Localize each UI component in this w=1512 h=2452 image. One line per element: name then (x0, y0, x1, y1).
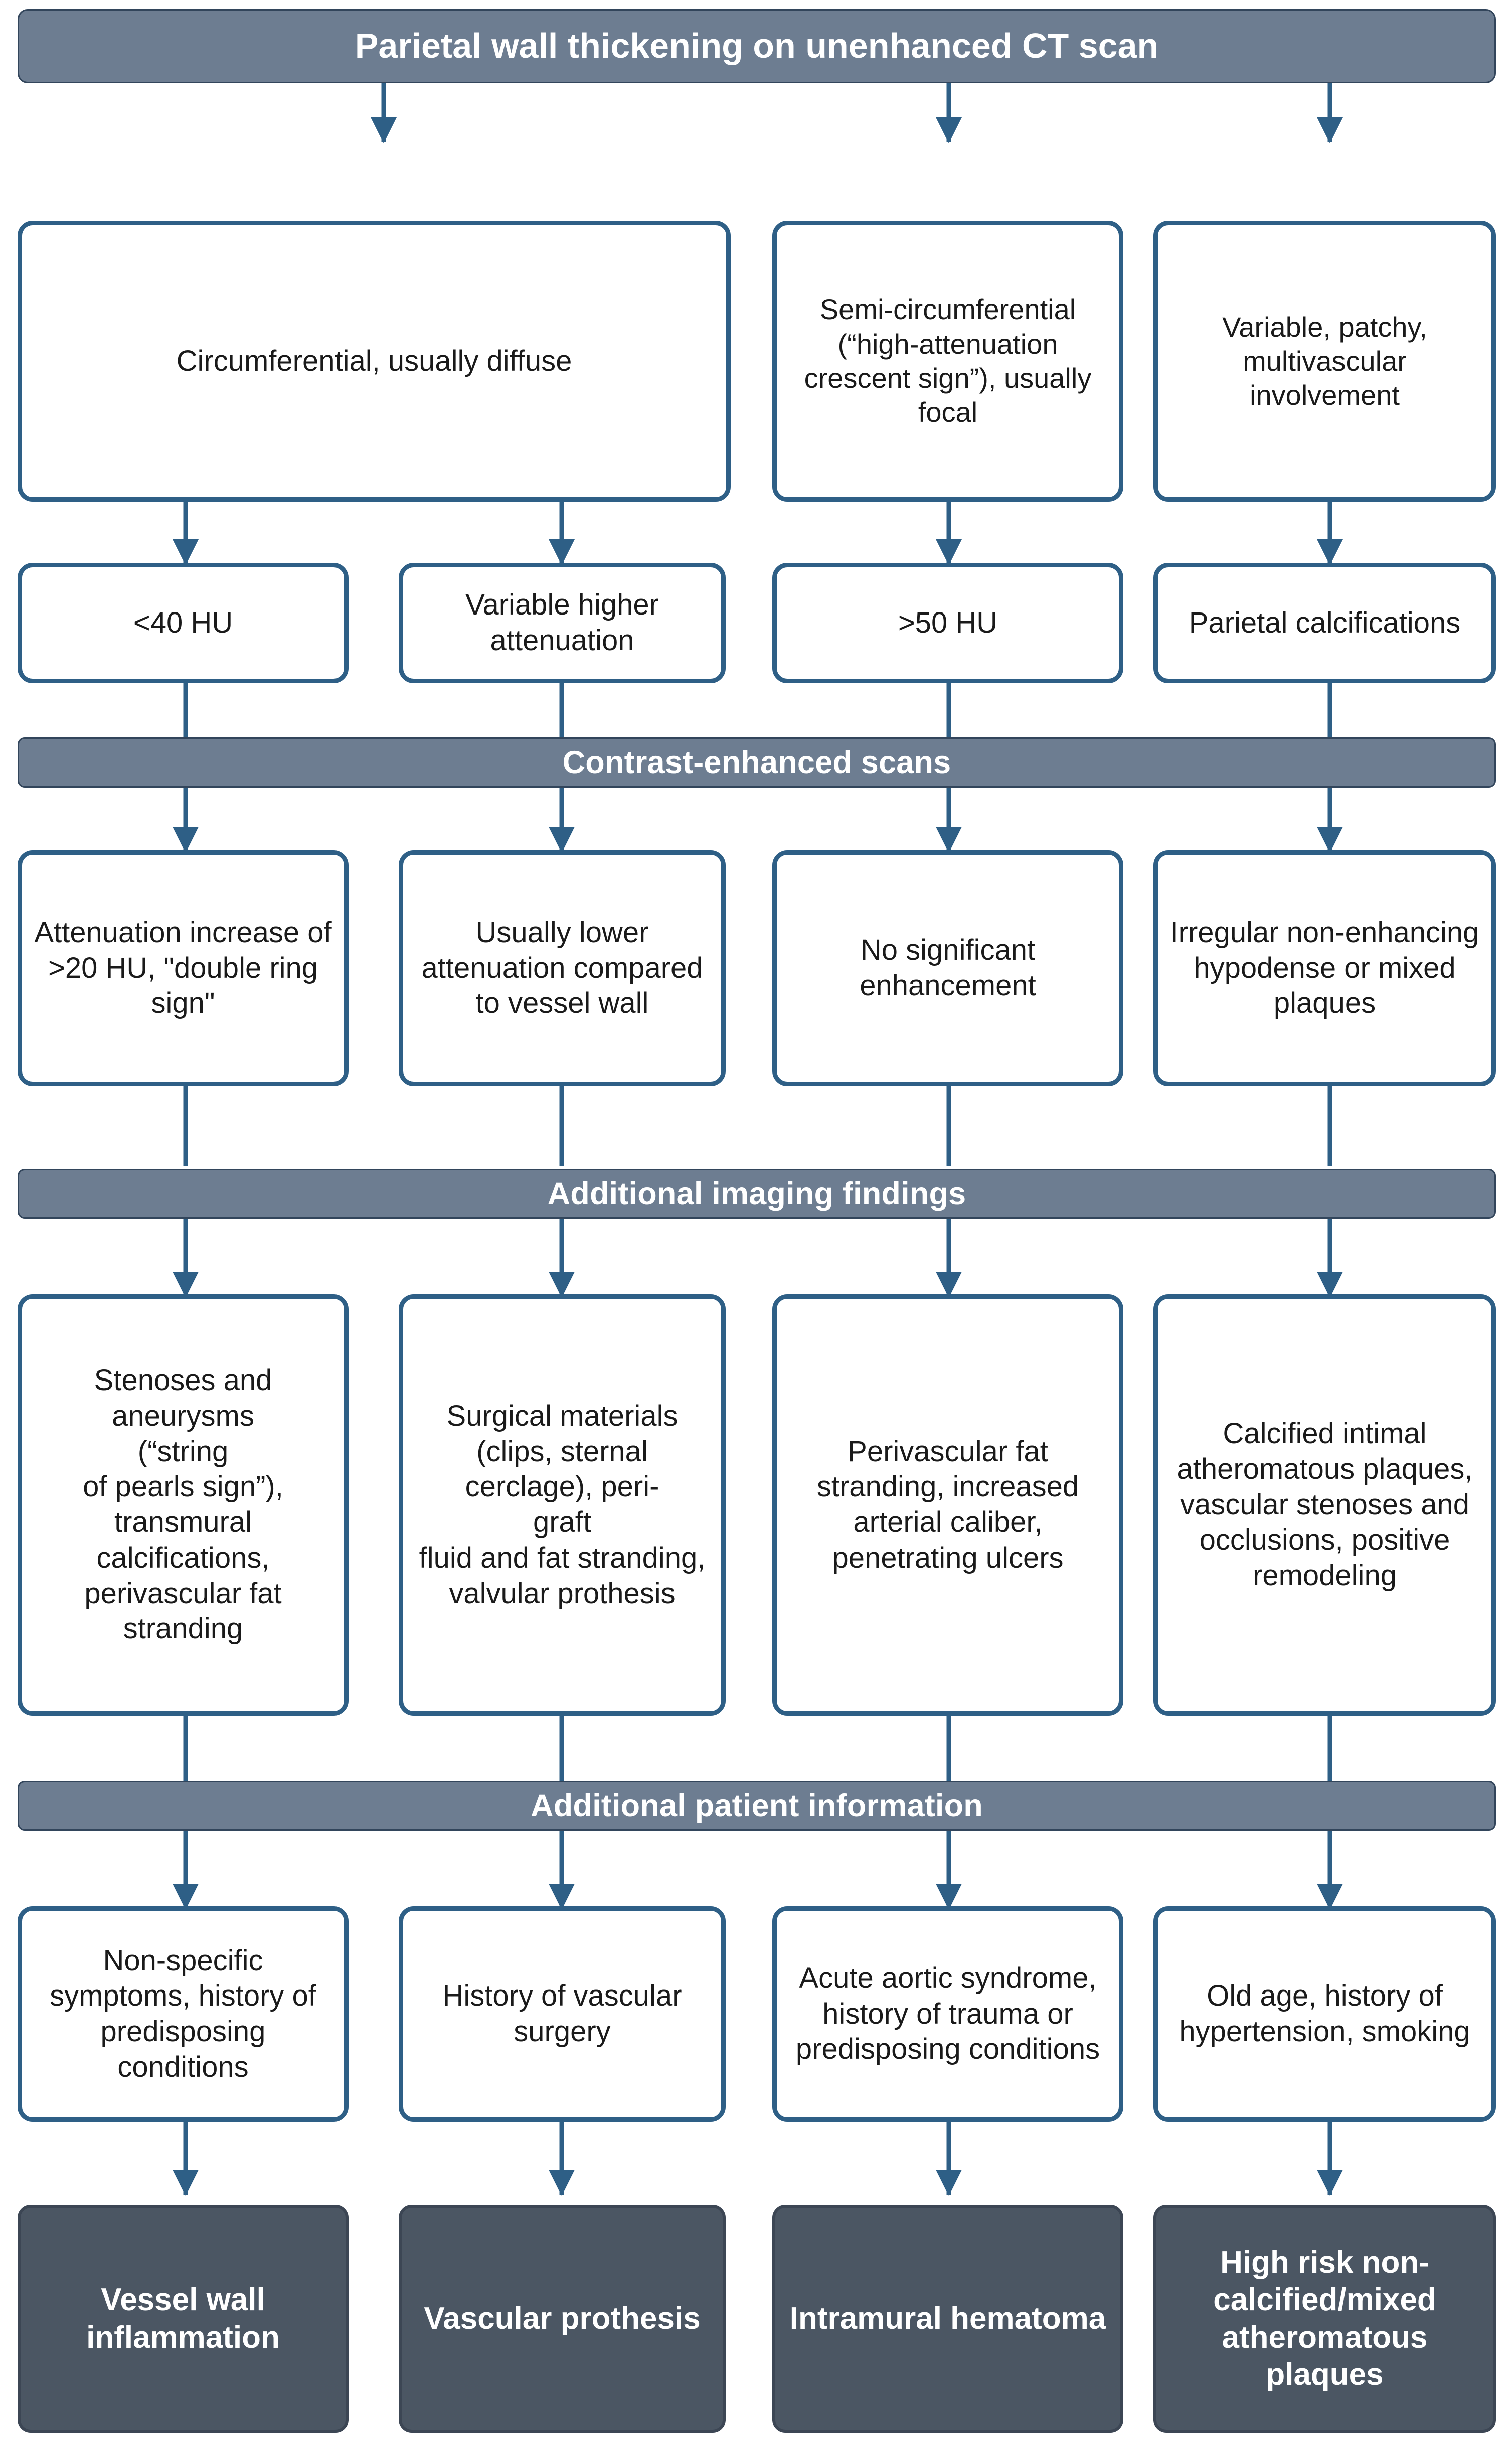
connector-atten-to-contrastband-col3 (934, 683, 964, 751)
morphology-text-col4: Variable, patchy, multivascular involvem… (1222, 311, 1427, 411)
attenuation-box-col2: Variable higher attenuation (399, 563, 726, 683)
connector-findings-to-patientband-col3 (934, 1716, 964, 1803)
patient-info-text-col4: Old age, history of hypertension, smokin… (1179, 1979, 1470, 2048)
attenuation-box-col1: <40 HU (18, 563, 349, 683)
connector-info-to-conclusion-col4 (1315, 2122, 1345, 2196)
contrast-finding-text-col3: No significant enhancement (860, 934, 1036, 1002)
connector-ce-to-imagingband-col4 (1315, 1086, 1345, 1166)
contrast-finding-box-col1: Attenuation increase of >20 HU, "double … (18, 850, 349, 1086)
connector-atten-to-contrastband-col2 (547, 683, 577, 751)
patient-info-box-col2: History of vascular surgery (399, 1906, 726, 2122)
connector-title-to-morph-col3 (934, 83, 964, 143)
morphology-box-col3: Semi-circumferential (“high-attenuation … (772, 221, 1123, 502)
connector-findings-to-patientband-col2 (547, 1716, 577, 1803)
imaging-finding-text-col1: Stenoses and aneurysms (“string of pearl… (83, 1364, 283, 1645)
section-band-additional-imaging-label: Additional imaging findings (547, 1176, 966, 1211)
imaging-finding-box-col4: Calcified intimal atheromatous plaques, … (1153, 1294, 1496, 1716)
section-band-additional-patient-info-label: Additional patient information (531, 1788, 983, 1823)
attenuation-text-col2: Variable higher attenuation (465, 588, 659, 657)
attenuation-text-col1: <40 HU (133, 606, 233, 639)
diagram-title: Parietal wall thickening on unenhanced C… (355, 26, 1159, 66)
connector-atten-to-contrastband-col1 (171, 683, 201, 751)
section-band-additional-patient-info: Additional patient information (18, 1781, 1496, 1831)
patient-info-box-col3: Acute aortic syndrome, history of trauma… (772, 1906, 1123, 2122)
attenuation-box-col4: Parietal calcifications (1153, 563, 1496, 683)
connector-findings-to-patientband-col1 (171, 1716, 201, 1803)
connector-patientband-to-info-col4 (1315, 1831, 1345, 1910)
contrast-finding-text-col4: Irregular non-enhancing hypodense or mix… (1170, 915, 1479, 1020)
connector-contrastband-to-ce-col4 (1315, 788, 1345, 853)
connector-morph-to-atten-col2 (547, 502, 577, 565)
conclusion-box-col1: Vessel wall inflammation (18, 2205, 349, 2433)
connector-imagingband-to-findings-col4 (1315, 1219, 1345, 1298)
imaging-finding-text-col4: Calcified intimal atheromatous plaques, … (1177, 1417, 1473, 1592)
connector-ce-to-imagingband-col2 (547, 1086, 577, 1166)
morphology-box-col1: Circumferential, usually diffuse (18, 221, 731, 502)
connector-ce-to-imagingband-col1 (171, 1086, 201, 1166)
patient-info-box-col4: Old age, history of hypertension, smokin… (1153, 1906, 1496, 2122)
connector-patientband-to-info-col3 (934, 1831, 964, 1910)
conclusion-text-col4: High risk non-calcified/mixed atheromato… (1213, 2245, 1436, 2392)
connector-atten-to-contrastband-col4 (1315, 683, 1345, 751)
patient-info-text-col2: History of vascular surgery (442, 1979, 682, 2048)
connector-ce-to-imagingband-col3 (934, 1086, 964, 1166)
connector-findings-to-patientband-col4 (1315, 1716, 1345, 1803)
connector-imagingband-to-findings-col2 (547, 1219, 577, 1298)
section-band-contrast-enhanced: Contrast-enhanced scans (18, 737, 1496, 788)
connector-patientband-to-info-col2 (547, 1831, 577, 1910)
contrast-finding-text-col1: Attenuation increase of >20 HU, "double … (34, 915, 332, 1020)
attenuation-box-col3: >50 HU (772, 563, 1123, 683)
patient-info-text-col1: Non-specific symptoms, history of predis… (50, 1944, 316, 2083)
connector-morph-to-atten-col1 (171, 502, 201, 565)
morphology-box-col4: Variable, patchy, multivascular involvem… (1153, 221, 1496, 502)
patient-info-text-col3: Acute aortic syndrome, history of trauma… (795, 1961, 1100, 2066)
conclusion-text-col2: Vascular prothesis (424, 2301, 701, 2336)
connector-info-to-conclusion-col1 (171, 2122, 201, 2196)
connector-contrastband-to-ce-col2 (547, 788, 577, 853)
connector-morph-to-atten-col4 (1315, 502, 1345, 565)
diagram-title-bar: Parietal wall thickening on unenhanced C… (18, 9, 1496, 83)
contrast-finding-box-col3: No significant enhancement (772, 850, 1123, 1086)
patient-info-box-col1: Non-specific symptoms, history of predis… (18, 1906, 349, 2122)
connector-contrastband-to-ce-col1 (171, 788, 201, 853)
conclusion-box-col4: High risk non-calcified/mixed atheromato… (1153, 2205, 1496, 2433)
conclusion-box-col2: Vascular prothesis (399, 2205, 726, 2433)
section-band-additional-imaging: Additional imaging findings (18, 1169, 1496, 1219)
connector-info-to-conclusion-col3 (934, 2122, 964, 2196)
connector-title-to-morph-col4 (1315, 83, 1345, 143)
imaging-finding-text-col2: Surgical materials (clips, sternal cercl… (419, 1399, 706, 1610)
section-band-contrast-enhanced-label: Contrast-enhanced scans (562, 744, 951, 780)
contrast-finding-box-col4: Irregular non-enhancing hypodense or mix… (1153, 850, 1496, 1086)
morphology-text-col3: Semi-circumferential (“high-attenuation … (804, 293, 1092, 428)
imaging-finding-box-col2: Surgical materials (clips, sternal cercl… (399, 1294, 726, 1716)
conclusion-box-col3: Intramural hematoma (772, 2205, 1123, 2433)
connector-imagingband-to-findings-col1 (171, 1219, 201, 1298)
connector-patientband-to-info-col1 (171, 1831, 201, 1910)
connector-morph-to-atten-col3 (934, 502, 964, 565)
imaging-finding-box-col1: Stenoses and aneurysms (“string of pearl… (18, 1294, 349, 1716)
connector-imagingband-to-findings-col3 (934, 1219, 964, 1298)
imaging-finding-box-col3: Perivascular fat stranding, increased ar… (772, 1294, 1123, 1716)
attenuation-text-col4: Parietal calcifications (1189, 606, 1461, 639)
contrast-finding-text-col2: Usually lower attenuation compared to ve… (421, 915, 703, 1020)
contrast-finding-box-col2: Usually lower attenuation compared to ve… (399, 850, 726, 1086)
connector-title-to-morph-col1 (369, 83, 399, 143)
connector-contrastband-to-ce-col3 (934, 788, 964, 853)
imaging-finding-text-col3: Perivascular fat stranding, increased ar… (816, 1435, 1079, 1574)
conclusion-text-col1: Vessel wall inflammation (86, 2282, 280, 2355)
conclusion-text-col3: Intramural hematoma (789, 2301, 1106, 2336)
morphology-text-col1: Circumferential, usually diffuse (176, 344, 572, 377)
connector-info-to-conclusion-col2 (547, 2122, 577, 2196)
attenuation-text-col3: >50 HU (898, 606, 998, 639)
